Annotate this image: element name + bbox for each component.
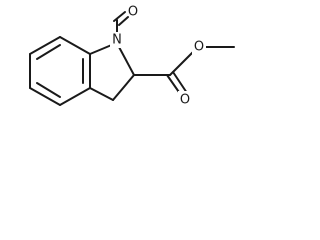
bond-benzene-1	[29, 36, 61, 55]
bond-carbonyl-c-ester-o	[169, 51, 194, 76]
bond-benzene-5	[29, 87, 61, 106]
carbonyl-o-label-bg	[178, 91, 192, 107]
ring-n-label: N	[112, 33, 122, 48]
bond-benzene-inner-3	[36, 82, 61, 98]
bond-n-o-double	[118, 16, 129, 26]
atom-labels: N O O O	[110, 5, 206, 108]
bond-carbonyl-c-o-double-2	[172, 71, 188, 94]
bond-benzene-4	[59, 87, 91, 106]
nitroso-o-label: O	[128, 5, 138, 20]
molecular-structure: N O O O	[29, 5, 235, 108]
bonds	[29, 11, 235, 106]
bond-ring-c2-c3	[112, 74, 135, 101]
bond-ring-c3-c3a	[89, 87, 114, 101]
ester-o-label-bg	[192, 39, 206, 55]
ring-n-label-bg	[110, 32, 124, 48]
bond-ring-n-c2	[118, 46, 135, 76]
bond-n-o-single	[113, 11, 126, 22]
bond-benzene-inner-1	[36, 44, 61, 60]
ester-o-label: O	[194, 40, 204, 55]
bond-benzene-2	[59, 36, 91, 55]
carbonyl-o-label: O	[180, 93, 190, 108]
